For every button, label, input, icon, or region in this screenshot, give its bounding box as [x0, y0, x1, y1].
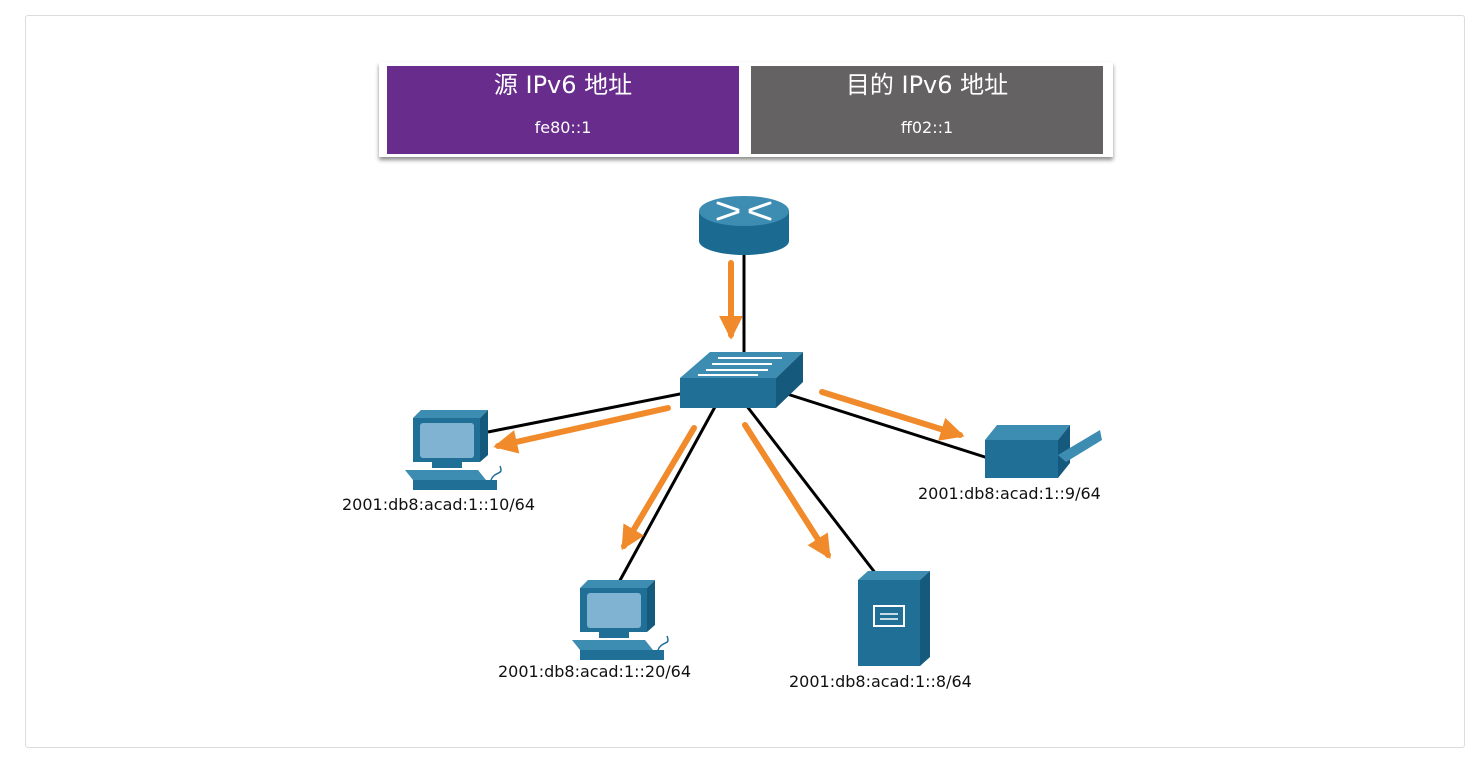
destination-address-value: ff02::1 — [900, 118, 954, 137]
printer-address: 2001:db8:acad:1::9/64 — [918, 484, 1101, 503]
arrow-to-printer — [819, 389, 965, 441]
printer-icon — [985, 425, 1102, 478]
arrow-to-pc-left — [493, 405, 671, 454]
link-switch-server — [744, 404, 878, 575]
destination-address-title: 目的 IPv6 地址 — [845, 71, 1009, 99]
arrow-to-pc-bottom — [621, 425, 697, 551]
source-address-title: 源 IPv6 地址 — [493, 71, 633, 99]
pc-left-address: 2001:db8:acad:1::10/64 — [342, 495, 536, 514]
link-switch-printer — [783, 391, 989, 460]
router-icon — [699, 196, 789, 255]
destination-address-box: 目的 IPv6 地址 ff02::1 — [751, 66, 1103, 154]
switch-icon — [680, 352, 803, 408]
link-switch-pc-left — [487, 390, 691, 434]
multicast-arrows — [493, 260, 965, 560]
ipv6-header: 源 IPv6 地址 fe80::1 目的 IPv6 地址 ff02::1 — [379, 62, 1113, 157]
server-icon — [858, 571, 930, 666]
source-address-value: fe80::1 — [534, 118, 592, 137]
arrow-to-server — [742, 422, 831, 560]
link-switch-pc-bottom — [616, 404, 718, 585]
pc-bottom-address: 2001:db8:acad:1::20/64 — [498, 662, 692, 681]
pc-bottom-icon — [572, 580, 669, 660]
source-address-box: 源 IPv6 地址 fe80::1 — [387, 66, 739, 154]
pc-left-icon — [405, 410, 502, 490]
links — [487, 250, 989, 585]
server-address: 2001:db8:acad:1::8/64 — [789, 672, 972, 691]
